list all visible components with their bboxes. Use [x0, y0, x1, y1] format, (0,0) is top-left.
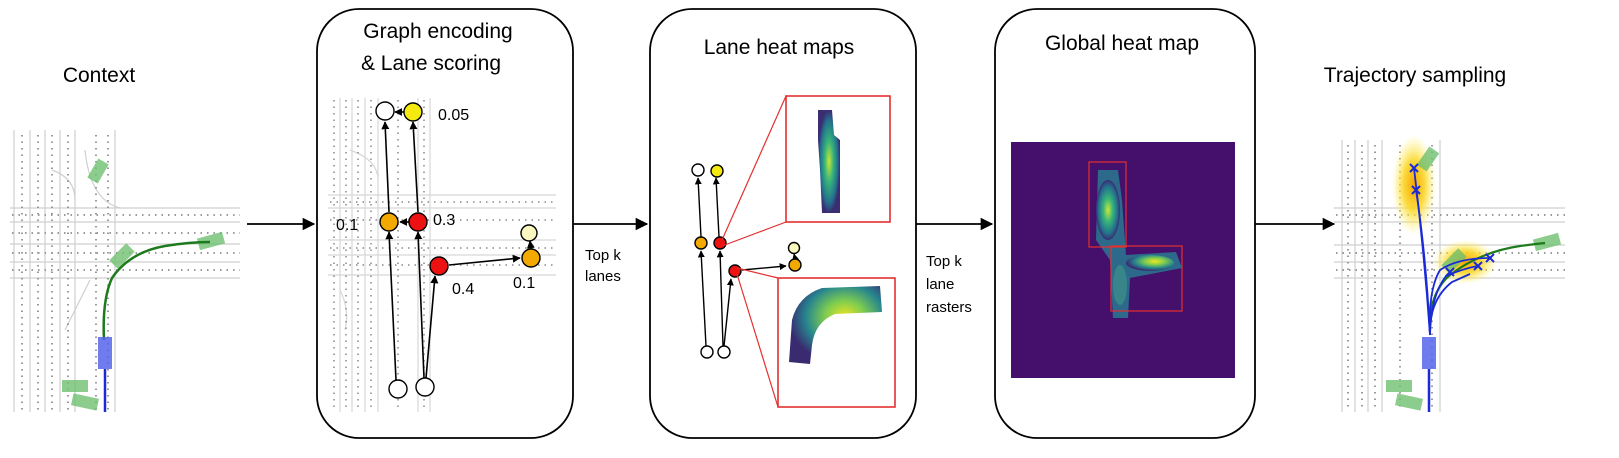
- lane-heatmap-straight: [785, 95, 891, 223]
- agent-vehicle: [1532, 232, 1562, 252]
- graph-title-line1: Graph encoding: [363, 20, 512, 43]
- lane-node: [429, 256, 449, 276]
- lane-node: [375, 101, 395, 121]
- lane-node: [520, 224, 538, 242]
- top-k-rasters-label-line3: rasters: [926, 299, 972, 316]
- lane-heat-title: Lane heat maps: [704, 36, 855, 59]
- top-k-lanes-label-line2: lanes: [585, 268, 621, 285]
- score-label: 0.05: [438, 107, 469, 124]
- score-label: 0.3: [433, 212, 455, 229]
- lane-node: [403, 102, 423, 122]
- top-k-rasters-label-line2: lane: [926, 276, 954, 293]
- agent-vehicle: [62, 380, 88, 392]
- score-label: 0.4: [452, 281, 474, 298]
- context-map: [10, 130, 240, 412]
- graph-road-map: [328, 98, 556, 412]
- score-label: 0.1: [513, 275, 535, 292]
- lane-node: [379, 212, 399, 232]
- agent-vehicle: [1441, 248, 1467, 274]
- context-title: Context: [63, 64, 136, 87]
- agent-vehicle: [1416, 146, 1440, 172]
- agent-vehicle: [1386, 380, 1412, 392]
- lane-graph-nodes: [375, 101, 541, 399]
- score-label: 0.1: [336, 217, 358, 234]
- lane-heatmap-turn: [777, 277, 896, 408]
- sampled-trajectories: [1413, 167, 1491, 336]
- trajectory-title: Trajectory sampling: [1324, 64, 1506, 87]
- lane-node: [415, 377, 435, 397]
- zoom-connectors: [721, 95, 787, 408]
- top-k-lanes-label-line1: Top k: [585, 247, 621, 264]
- ego-vehicle: [98, 337, 112, 369]
- agent-track: [102, 240, 211, 341]
- lane-graph-edges: [381, 108, 535, 381]
- lane-node: [388, 379, 408, 399]
- global-heat-title: Global heat map: [1045, 32, 1199, 55]
- agent-vehicle: [71, 393, 99, 411]
- lane-node: [408, 212, 428, 232]
- trajectory-endpoints: [1409, 163, 1495, 277]
- agent-vehicle: [87, 158, 109, 184]
- agent-vehicle: [196, 231, 226, 251]
- lane-node: [521, 248, 541, 268]
- trajectory-map: [1334, 135, 1565, 412]
- agent-vehicle: [1395, 393, 1423, 411]
- ego-vehicle: [1422, 337, 1436, 369]
- agent-vehicle: [109, 243, 135, 269]
- top-k-rasters-label-line1: Top k: [926, 253, 962, 270]
- global-heatmap: [1011, 142, 1235, 378]
- graph-title-line2: & Lane scoring: [361, 52, 501, 75]
